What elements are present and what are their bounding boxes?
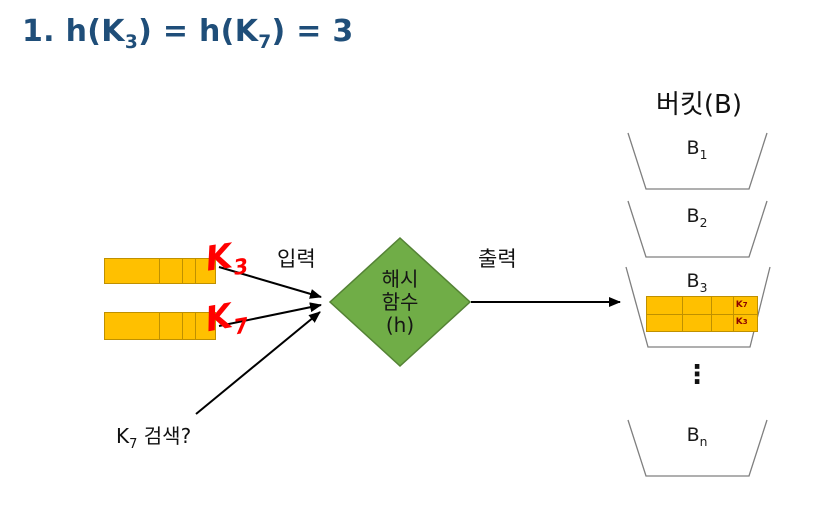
search-text: 검색? xyxy=(137,424,192,448)
bucket-column-header: 버킷(B) xyxy=(656,90,742,120)
hash-label-line2: 함수 xyxy=(381,290,419,314)
bucket-label-text: B xyxy=(686,424,700,446)
key-text: K xyxy=(735,317,743,328)
key-sub: 3 xyxy=(742,318,748,327)
search-sub: 7 xyxy=(129,437,138,452)
bucket-label-sub: 3 xyxy=(699,280,708,295)
key-text: K xyxy=(735,299,743,310)
hash-function-label: 해시 함수 (h) xyxy=(352,268,448,337)
bar-segment xyxy=(647,315,682,332)
bucket-b2-label: B2 xyxy=(625,205,769,230)
bucket-b1-label: B1 xyxy=(625,137,769,162)
search-text: K xyxy=(116,424,130,448)
bar-segment xyxy=(647,297,682,314)
title-sub-7: 7 xyxy=(258,32,272,53)
bucket-label-sub: 2 xyxy=(699,215,708,230)
handwritten-k3-annotation: K3 xyxy=(203,236,250,281)
bucket-b3-label: B3 xyxy=(625,270,769,295)
bar-segment xyxy=(682,314,711,331)
key-sub: 7 xyxy=(742,300,748,309)
bucket-label-sub: n xyxy=(699,434,708,449)
hash-label-line3: (h) xyxy=(385,313,415,337)
input-label: 입력 xyxy=(277,247,316,271)
title-part: ) = h(K xyxy=(138,14,259,49)
handwritten-k7-annotation: K7 xyxy=(202,296,251,342)
bar-segment xyxy=(195,313,215,339)
bucket-label-text: B xyxy=(686,270,700,292)
title-part: ) = 3 xyxy=(271,14,354,49)
annotation-sub: 3 xyxy=(231,252,250,280)
annotation-text: K xyxy=(202,296,236,341)
bucket-label-sub: 1 xyxy=(699,147,708,162)
record-bar-k7 xyxy=(104,312,216,340)
bar-segment xyxy=(158,313,182,339)
bucket-bn-label: Bn xyxy=(625,424,769,449)
bar-segment xyxy=(710,314,733,331)
bucket-label-text: B xyxy=(686,137,700,159)
bucket-ellipsis: ⋮ xyxy=(684,360,710,390)
bar-segment xyxy=(195,259,215,283)
annotation-text: K xyxy=(203,236,235,280)
title-part: 1. h(K xyxy=(22,14,125,49)
hash-label-line1: 해시 xyxy=(381,267,419,291)
bar-segment xyxy=(682,297,711,314)
bar-segment xyxy=(710,297,733,314)
bar-segment xyxy=(105,313,159,339)
search-query-label: K7 검색? xyxy=(116,420,191,452)
output-label: 출력 xyxy=(478,247,517,271)
bar-segment xyxy=(181,259,195,283)
bucket-label-text: B xyxy=(686,205,700,227)
page-title: 1. h(K3) = h(K7) = 3 xyxy=(22,14,354,53)
record-bar-k3 xyxy=(104,258,216,284)
bar-segment xyxy=(158,259,182,283)
bar-segment xyxy=(105,259,159,283)
bar-segment xyxy=(181,313,195,339)
title-sub-3: 3 xyxy=(124,32,139,53)
annotation-sub: 7 xyxy=(231,312,251,340)
